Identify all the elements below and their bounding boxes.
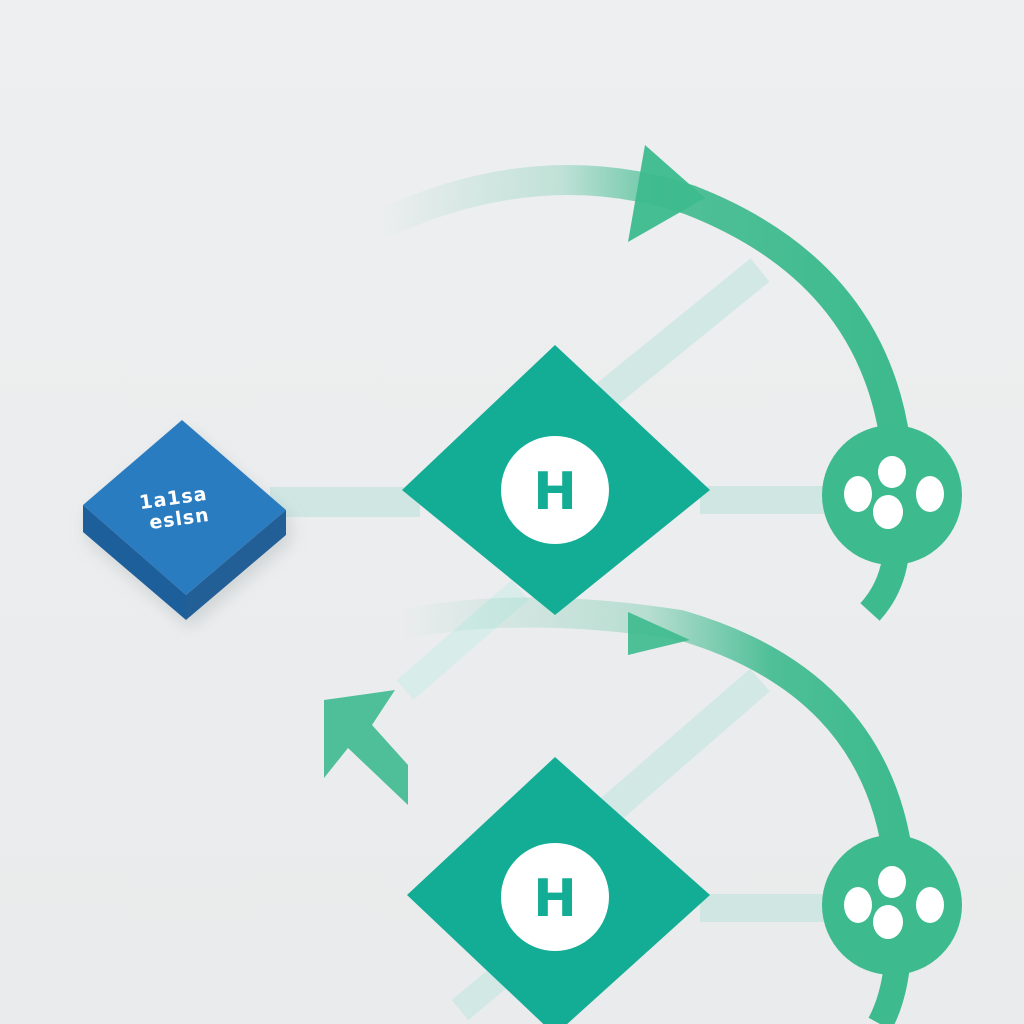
decision-node-lower: H [407, 757, 710, 1024]
terminal-node-upper [822, 425, 962, 565]
decision-label-upper: H [533, 462, 577, 522]
return-arrowhead [324, 690, 408, 805]
connector-diagonal-upper [590, 258, 770, 412]
terminal-node-lower [822, 835, 962, 975]
upper-arc-tail [860, 557, 908, 621]
source-box-top [83, 420, 286, 595]
source-box: 1a1sa eslsn [83, 420, 286, 620]
decision-label-lower: H [533, 869, 577, 929]
lower-loop-arrow [396, 597, 912, 1024]
return-arrow [324, 690, 408, 805]
connector-diagonal-lower [600, 668, 770, 822]
lower-arrowhead [628, 612, 690, 655]
upper-arrowhead [628, 145, 705, 242]
connector-lines-upper [270, 258, 830, 517]
decision-circle-lower [501, 843, 609, 951]
terminal-circle-lower [822, 835, 962, 975]
decision-node-upper: H [402, 345, 710, 615]
people-icon [844, 866, 944, 939]
terminal-circle-upper [822, 425, 962, 565]
source-box-right-side [186, 510, 286, 620]
people-icon [844, 456, 944, 529]
source-box-left-side [83, 505, 186, 620]
decision-circle-upper [501, 436, 609, 544]
lower-arc [396, 597, 912, 853]
